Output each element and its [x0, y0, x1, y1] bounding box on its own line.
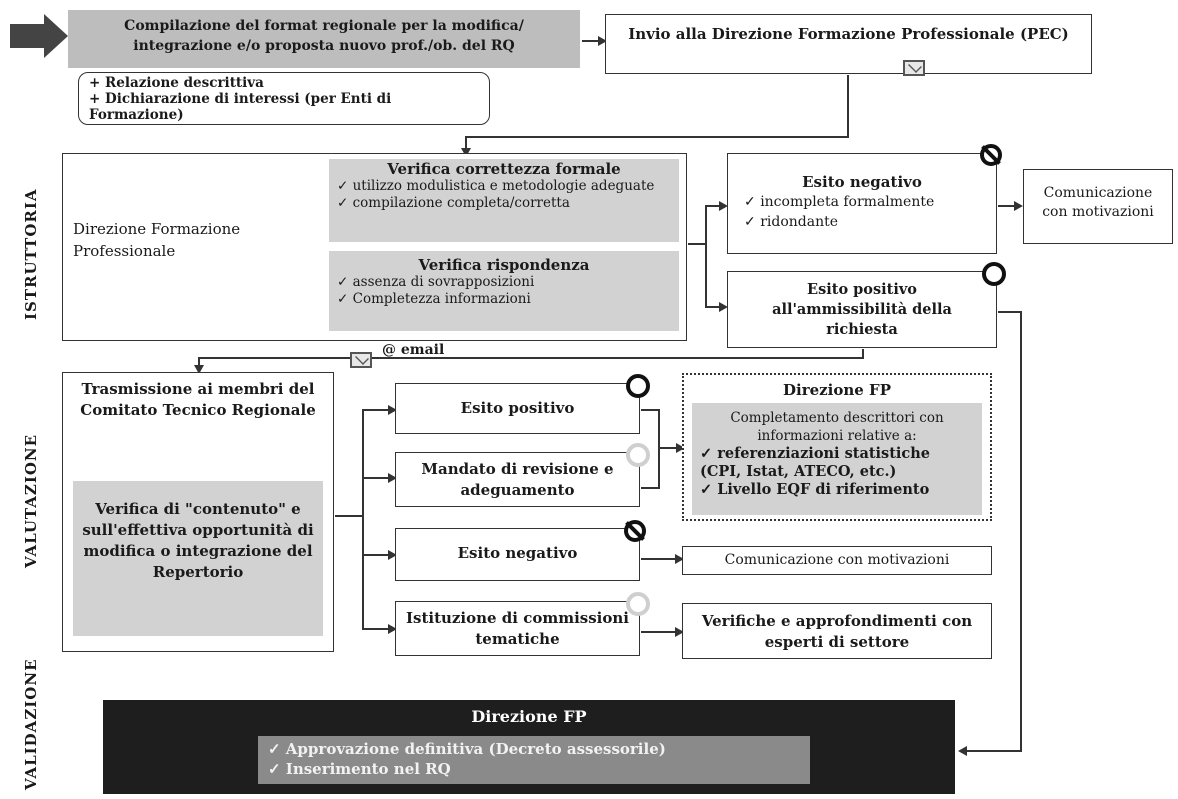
- validazione-item: Approvazione definitiva (Decreto assesso…: [268, 739, 800, 759]
- pec-envelope-icon: [903, 60, 925, 76]
- outcome-negative-box: Esito negativo: [395, 528, 640, 581]
- transmission-text: Trasmissione ai membri del Comitato Tecn…: [80, 380, 316, 419]
- attachment-item: + Dichiarazione di interessi (per Enti d…: [89, 91, 392, 123]
- content-verification-box: Verifica di "contenuto" e sull'effettiva…: [73, 481, 323, 636]
- no-entry-icon: [624, 520, 646, 542]
- experts-box: Verifiche e approfondimenti con esperti …: [682, 603, 992, 659]
- email-envelope-icon: [350, 352, 372, 368]
- phase-label-validazione: VALIDAZIONE: [22, 658, 40, 791]
- fp-completion-box: Direzione FP Completamento descrittori c…: [682, 373, 992, 521]
- phase-label-istruttoria: ISTRUTTORIA: [22, 188, 40, 320]
- negative-item: ridondante: [744, 212, 980, 232]
- phase-label-valutazione: VALUTAZIONE: [22, 433, 40, 568]
- content-verification-text: Verifica di "contenuto" e sull'effettiva…: [82, 500, 314, 581]
- check-item: utilizzo modulistica e metodologie adegu…: [337, 178, 671, 195]
- validazione-title: Direzione FP: [471, 707, 587, 726]
- check-formale-box: Verifica correttezza formale utilizzo mo…: [329, 159, 679, 242]
- check-item: compilazione completa/corretta: [337, 195, 671, 212]
- istruttoria-negative-title: Esito negativo: [802, 173, 922, 191]
- fp-item: referenziazioni statistiche (CPI, Istat,…: [700, 445, 974, 481]
- attachment-item: + Relazione descrittiva: [89, 75, 264, 91]
- experts-text: Verifiche e approfondimenti con esperti …: [701, 612, 973, 651]
- check-item: assenza di sovrapposizioni: [337, 274, 671, 291]
- fp-details: Completamento descrittori con informazio…: [692, 403, 982, 515]
- check-formale-title: Verifica correttezza formale: [387, 160, 621, 178]
- outcome-revision-box: Mandato di revisione e adeguamento: [395, 452, 640, 507]
- negative-item: incompleta formalmente: [744, 192, 980, 212]
- attachments-box: + Relazione descrittiva + Dichiarazione …: [78, 72, 490, 125]
- outcome-positive-box: Esito positivo: [395, 383, 640, 434]
- outcome-revision-text: Mandato di revisione e adeguamento: [421, 460, 614, 499]
- invio-text: Invio alla Direzione Formazione Professi…: [628, 25, 1069, 43]
- no-entry-icon: [980, 144, 1002, 166]
- start-box: Compilazione del format regionale per la…: [68, 10, 580, 68]
- invio-box: Invio alla Direzione Formazione Professi…: [605, 14, 1092, 74]
- outcome-positive-text: Esito positivo: [460, 399, 575, 417]
- istruttoria-communication-text: Comunicazione con motivazioni: [1042, 185, 1154, 220]
- istruttoria-negative-box: Esito negativo incompleta formalmente ri…: [727, 153, 997, 254]
- outcome-commission-box: Istituzione di commissioni tematiche: [395, 601, 640, 656]
- validazione-items: Approvazione definitiva (Decreto assesso…: [258, 736, 810, 784]
- outcome-commission-text: Istituzione di commissioni tematiche: [405, 609, 629, 648]
- valutazione-communication-text: Comunicazione con motivazioni: [724, 552, 950, 568]
- fp-item: Livello EQF di riferimento: [700, 481, 974, 499]
- circle-icon: [626, 592, 650, 616]
- validazione-item: Inserimento nel RQ: [268, 759, 800, 779]
- valutazione-communication-box: Comunicazione con motivazioni: [682, 546, 992, 575]
- circle-icon: [626, 443, 650, 467]
- istruttoria-box: Direzione Formazione Professionale Verif…: [62, 153, 687, 341]
- validazione-box: Direzione FP Approvazione definitiva (De…: [103, 700, 955, 794]
- istruttoria-communication-box: Comunicazione con motivazioni: [1023, 169, 1173, 244]
- start-arrow-icon: [10, 14, 68, 58]
- valutazione-box: Trasmissione ai membri del Comitato Tecn…: [62, 372, 334, 652]
- circle-icon: [626, 374, 650, 398]
- istruttoria-positive-text: Esito positivo all'ammissibilità della r…: [772, 281, 952, 338]
- start-text: Compilazione del format regionale per la…: [124, 18, 524, 54]
- email-label: @ email: [382, 342, 445, 358]
- outcome-negative-text: Esito negativo: [457, 544, 578, 562]
- check-rispondenza-box: Verifica rispondenza assenza di sovrappo…: [329, 251, 679, 331]
- check-item: Completezza informazioni: [337, 291, 671, 308]
- circle-icon: [982, 262, 1006, 286]
- fp-intro: Completamento descrittori con informazio…: [730, 410, 944, 444]
- check-rispondenza-title: Verifica rispondenza: [418, 256, 590, 274]
- istruttoria-positive-box: Esito positivo all'ammissibilità della r…: [727, 271, 997, 348]
- istruttoria-actor: Direzione Formazione Professionale: [73, 220, 241, 260]
- fp-title: Direzione FP: [783, 381, 891, 399]
